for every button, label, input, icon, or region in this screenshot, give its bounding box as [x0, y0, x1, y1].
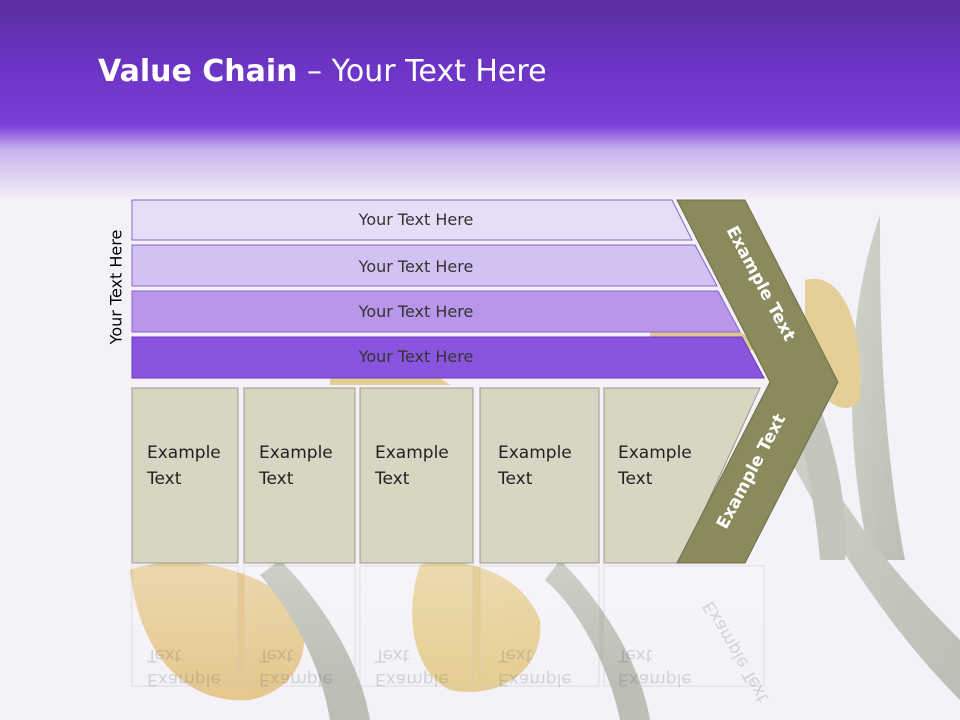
- bar-4[interactable]: [131, 336, 765, 379]
- bar-3[interactable]: [131, 290, 741, 333]
- reflection-text: Example: [498, 669, 572, 689]
- box-4[interactable]: [479, 387, 600, 564]
- reflection-box: [603, 565, 765, 687]
- bar-4-label: Your Text Here: [358, 347, 474, 366]
- bar-2[interactable]: [131, 244, 718, 287]
- reflection-text: Text: [258, 645, 294, 665]
- reflection-text: Example: [259, 669, 333, 689]
- bar-1-label: Your Text Here: [358, 210, 474, 229]
- reflection-text: Example: [147, 669, 221, 689]
- boxes: Example Text Example Text Example Text E…: [131, 387, 761, 564]
- bar-3-label: Your Text Here: [358, 302, 474, 321]
- title-bar: [0, 0, 960, 200]
- reflection-box: [359, 565, 474, 687]
- reflection-text: Text: [146, 645, 182, 665]
- reflection-box: [131, 565, 239, 687]
- reflection-group: Text Example Text Example Text Example T…: [131, 565, 773, 706]
- box-5-line-2: Text: [617, 469, 653, 489]
- slide-title: Value Chain – Your Text Here: [98, 54, 547, 89]
- box-2-line-2: Text: [258, 469, 294, 489]
- title-bold: Value Chain: [98, 54, 298, 89]
- title-rest: – Your Text Here: [297, 54, 547, 89]
- bars: Your Text Here Your Text Here Your Text …: [131, 199, 765, 379]
- chevron-shape[interactable]: [676, 199, 839, 564]
- reflection-text: Text: [497, 645, 533, 665]
- reflection-box: [479, 565, 600, 687]
- box-1-line-2: Text: [146, 469, 182, 489]
- reflection-text: Text: [617, 645, 653, 665]
- reflection-text: Text: [374, 645, 410, 665]
- box-2-line-1: Example: [259, 443, 333, 463]
- reflection-box: [243, 565, 356, 687]
- reflection-text: Example: [375, 669, 449, 689]
- box-1-line-1: Example: [147, 443, 221, 463]
- box-5-line-1: Example: [618, 443, 692, 463]
- reflection-text: Example: [618, 669, 692, 689]
- box-4-line-1: Example: [498, 443, 572, 463]
- box-2[interactable]: [243, 387, 356, 564]
- box-3[interactable]: [359, 387, 474, 564]
- box-3-line-2: Text: [374, 469, 410, 489]
- bar-2-label: Your Text Here: [358, 257, 474, 276]
- box-3-line-1: Example: [375, 443, 449, 463]
- box-4-line-2: Text: [497, 469, 533, 489]
- bar-1[interactable]: [131, 199, 693, 241]
- box-1[interactable]: [131, 387, 239, 564]
